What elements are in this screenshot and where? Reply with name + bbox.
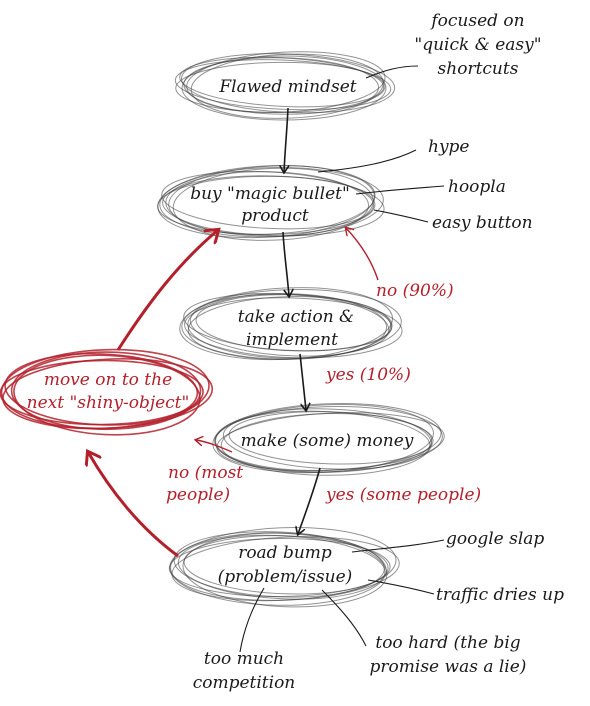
- arrow-money-to-shiny: [196, 440, 233, 453]
- annotation-too-hard-1: too hard (the big: [375, 633, 520, 653]
- arrow-mindset-to-product: [284, 107, 288, 172]
- node-ellipse-product: [157, 165, 385, 241]
- sketch-stroke: [174, 59, 392, 111]
- sketch-stroke: [190, 53, 384, 119]
- node-money-label: make (some) money: [241, 431, 414, 451]
- node-action-label-2: implement: [246, 330, 338, 350]
- node-shiny-label-2: next "shiny-object": [27, 393, 190, 413]
- node-ellipse-shiny: [0, 348, 214, 436]
- node-product-label-1: buy "magic bullet": [190, 184, 350, 204]
- annotation-competition-1: too much: [204, 649, 284, 669]
- node-product-label-2: product: [241, 206, 309, 226]
- sketch-stroke: [177, 534, 386, 600]
- annotation-competition-2: competition: [193, 673, 296, 693]
- arrow-bump-to-shiny: [88, 452, 179, 558]
- annotation-hype: hype: [428, 137, 470, 157]
- sketch-stroke: [216, 412, 445, 472]
- branch-no-90: no (90%): [376, 281, 454, 301]
- arrow-money-to-bump: [298, 467, 321, 534]
- node-mindset-label: Flawed mindset: [218, 77, 356, 97]
- node-action-label-1: take action &: [238, 307, 354, 327]
- leader-hype: [317, 149, 417, 173]
- sketch-stroke: [13, 354, 201, 436]
- annotation-focused-3: shortcuts: [438, 59, 519, 79]
- leader-traffic: [367, 579, 435, 595]
- leader-too-hard: [321, 589, 367, 647]
- arrow-action-to-money: [299, 353, 306, 410]
- annotation-focused-1: focused on: [429, 11, 524, 31]
- annotation-google-slap: google slap: [446, 529, 544, 549]
- sketch-stroke: [181, 55, 387, 121]
- sketch-stroke: [173, 531, 385, 598]
- node-shiny-label-1: move on to the: [44, 370, 172, 390]
- leader-competition: [239, 587, 265, 653]
- sketch-stroke: [214, 408, 432, 476]
- annotation-traffic: traffic dries up: [436, 585, 564, 605]
- sketch-stroke: [222, 410, 431, 470]
- node-bump-label-1: road bump: [238, 543, 332, 563]
- annotation-focused-2: "quick & easy": [414, 35, 541, 55]
- sketch-stroke: [157, 165, 375, 239]
- sketch-stroke: [182, 532, 388, 608]
- arrow-no90-to-product: [346, 228, 379, 281]
- branch-no-most-1: no (most: [168, 463, 243, 483]
- leader-focused: [365, 65, 419, 79]
- annotation-hoopla: hoopla: [448, 177, 506, 197]
- branch-yes-10: yes (10%): [325, 365, 411, 385]
- sketch-stroke: [4, 352, 199, 426]
- sketch-stroke: [10, 351, 202, 431]
- node-bump-label-2: (problem/issue): [218, 567, 353, 587]
- arrow-product-to-action: [282, 231, 289, 296]
- sketch-stroke: [162, 175, 385, 237]
- node-ellipse-mindset: [174, 51, 396, 121]
- sketch-stroke: [184, 297, 403, 359]
- sketch-stroke: [161, 170, 375, 230]
- leader-google-slap: [351, 539, 445, 553]
- node-ellipse-bump: [168, 527, 400, 608]
- branch-yes-some: yes (some people): [325, 485, 481, 505]
- sketch-stroke: [2, 358, 214, 430]
- annotation-easy-button: easy button: [432, 213, 533, 233]
- leader-easy-button: [373, 209, 429, 223]
- leader-hoopla: [355, 185, 445, 195]
- branch-no-most-2: people): [166, 485, 230, 505]
- annotation-too-hard-2: promise was a lie): [370, 657, 527, 677]
- sketch-stroke: [179, 56, 385, 108]
- arrow-shiny-to-product: [116, 230, 218, 351]
